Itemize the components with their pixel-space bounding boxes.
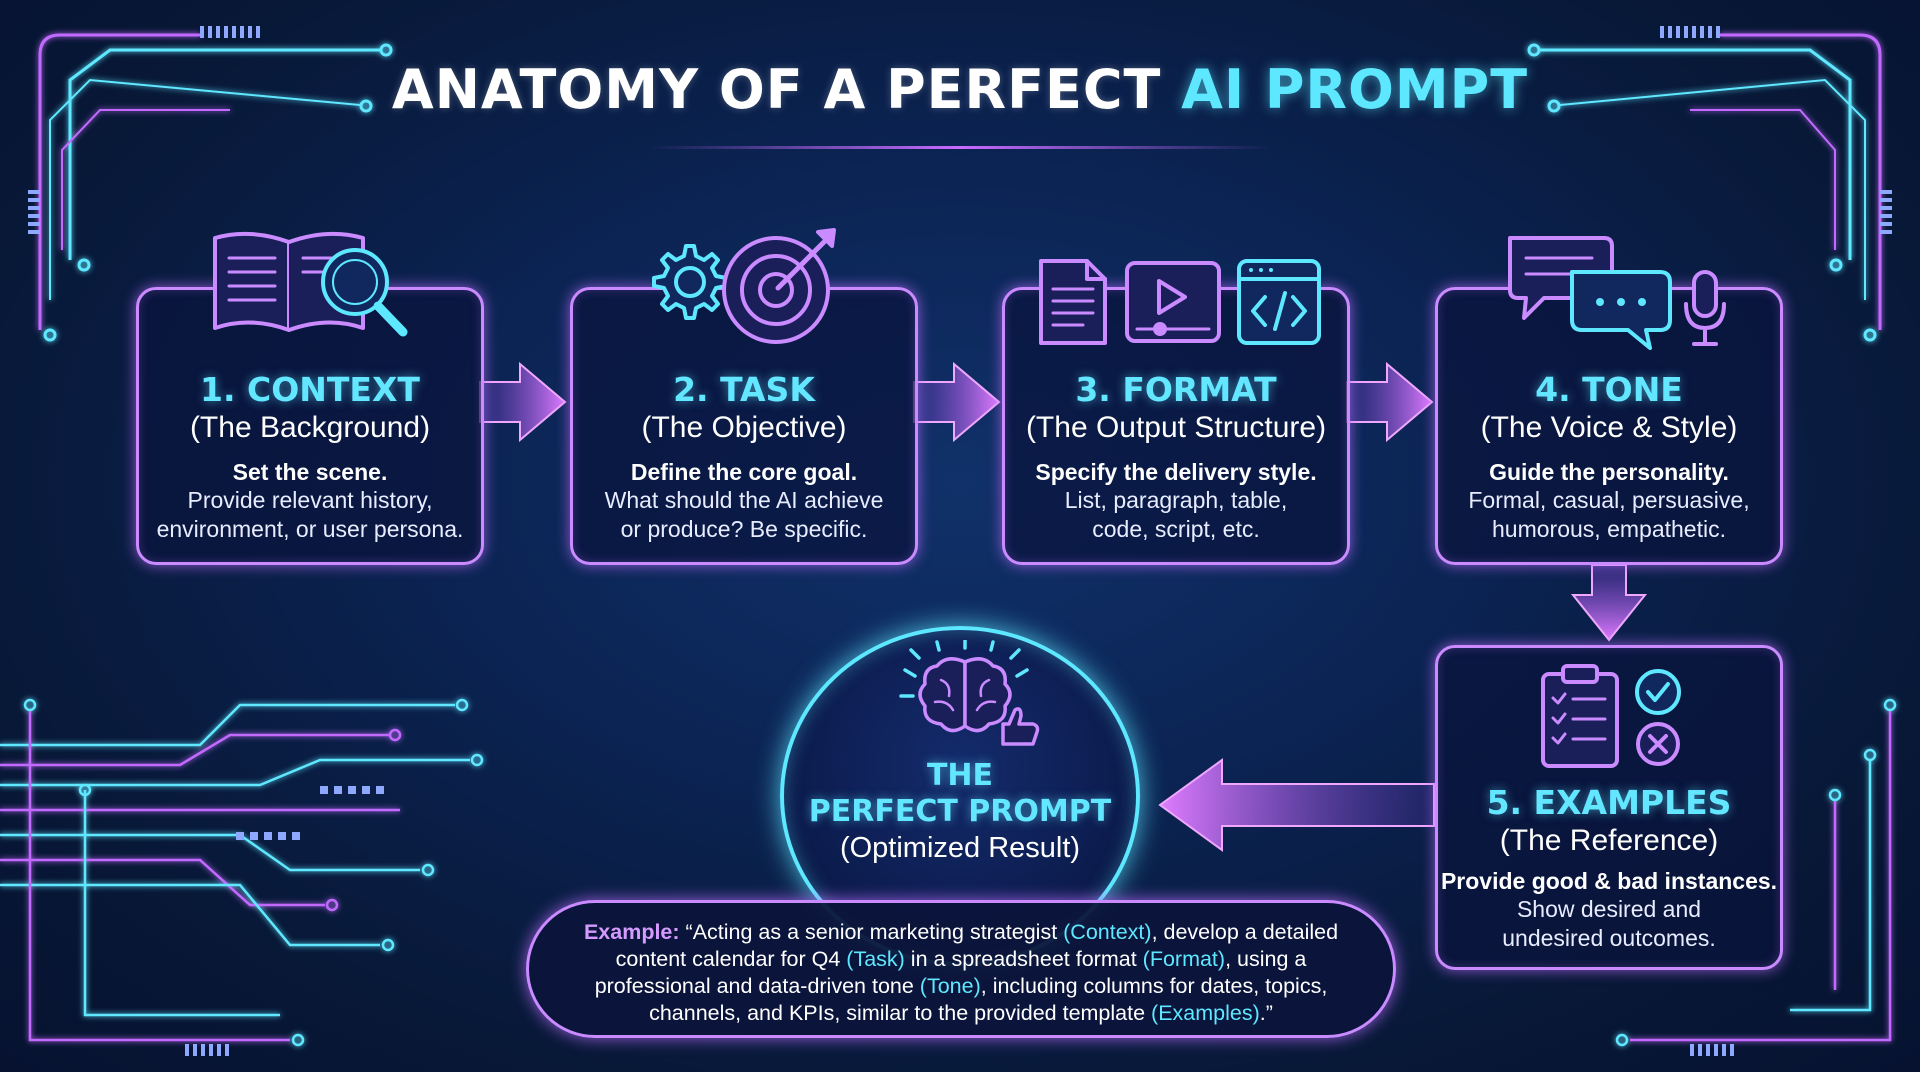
title-highlight: AI PROMPT — [1181, 58, 1529, 121]
step-title: 1. CONTEXT — [200, 370, 420, 409]
flow-arrow-task-to-format — [913, 361, 1001, 443]
document-video-code-icon — [1039, 259, 1321, 345]
step-lead: Provide good & bad instances. — [1440, 868, 1778, 894]
example-label: Example: — [583, 920, 680, 944]
example-tag-task: (Task) — [846, 947, 905, 971]
step-title: 5. EXAMPLES — [1486, 783, 1732, 822]
title-underline — [650, 146, 1270, 149]
clipboard-check-cross-icon — [1541, 664, 1681, 768]
example-text: , develop a detailed content calendar fo… — [615, 920, 1339, 971]
step-subtitle: (The Output Structure) — [1025, 411, 1327, 444]
example-tag-format: (Format) — [1142, 947, 1226, 971]
flow-arrow-context-to-task — [479, 361, 567, 443]
step-description: code, script, etc. — [1092, 516, 1260, 542]
page-title: ANATOMY OF A PERFECT AI PROMPT — [391, 58, 1529, 121]
step-title: 4. TONE — [1535, 370, 1683, 409]
step-description: environment, or user persona. — [156, 516, 464, 542]
step-card-context: 1. CONTEXT (The Background) Set the scen… — [136, 287, 484, 565]
step-title: 3. FORMAT — [1075, 370, 1277, 409]
flow-arrow-format-to-tone — [1346, 361, 1434, 443]
flow-arrow-examples-to-result — [1158, 758, 1435, 852]
chat-microphone-icon — [1508, 236, 1726, 350]
step-description: undesired outcomes. — [1502, 925, 1716, 951]
perfect-prompt-line-2: PERFECT PROMPT — [808, 794, 1112, 829]
step-card-tone: 4. TONE (The Voice & Style) Guide the pe… — [1435, 287, 1783, 565]
example-box: Example: “Acting as a senior marketing s… — [526, 900, 1396, 1038]
example-text: , using a professional and data-driven t… — [594, 947, 1307, 998]
step-lead: Specify the delivery style. — [1035, 459, 1317, 485]
step-description: Formal, casual, persuasive, — [1468, 487, 1750, 513]
example-tag-examples: (Examples) — [1151, 1001, 1260, 1025]
step-description: Show desired and — [1516, 896, 1702, 922]
step-card-examples: 5. EXAMPLES (The Reference) Provide good… — [1435, 645, 1783, 970]
perfect-prompt-title: THE PERFECT PROMPT — [780, 758, 1140, 830]
step-subtitle: (The Background) — [189, 411, 431, 444]
book-magnifier-icon — [213, 231, 408, 337]
example-text: , including columns for dates, topics, c… — [649, 974, 1328, 1025]
step-description: Provide relevant history, — [187, 487, 433, 513]
step-lead: Define the core goal. — [630, 459, 858, 485]
brain-thumbs-up-icon — [899, 640, 1040, 746]
step-subtitle: (The Reference) — [1499, 824, 1719, 857]
flow-arrow-tone-to-examples — [1570, 564, 1648, 642]
step-title: 2. TASK — [673, 370, 815, 409]
perfect-prompt-line-1: THE — [926, 758, 994, 793]
gear-target-icon — [652, 228, 836, 344]
step-description: or produce? Be specific. — [620, 516, 868, 542]
step-lead: Guide the personality. — [1489, 459, 1729, 485]
example-tag-tone: (Tone) — [919, 974, 981, 998]
step-lead: Set the scene. — [232, 459, 388, 485]
step-description: List, paragraph, table, — [1064, 487, 1288, 513]
perfect-prompt-subtitle: (Optimized Result) — [839, 832, 1081, 864]
example-tag-context: (Context) — [1063, 920, 1152, 944]
example-text: “Acting as a senior marketing strategist — [679, 920, 1064, 944]
step-description: humorous, empathetic. — [1492, 516, 1726, 542]
step-subtitle: (The Objective) — [641, 411, 847, 444]
step-subtitle: (The Voice & Style) — [1480, 411, 1738, 444]
example-text: in a spreadsheet format — [904, 947, 1143, 971]
example-text: .” — [1259, 1001, 1273, 1025]
step-description: What should the AI achieve — [604, 487, 884, 513]
